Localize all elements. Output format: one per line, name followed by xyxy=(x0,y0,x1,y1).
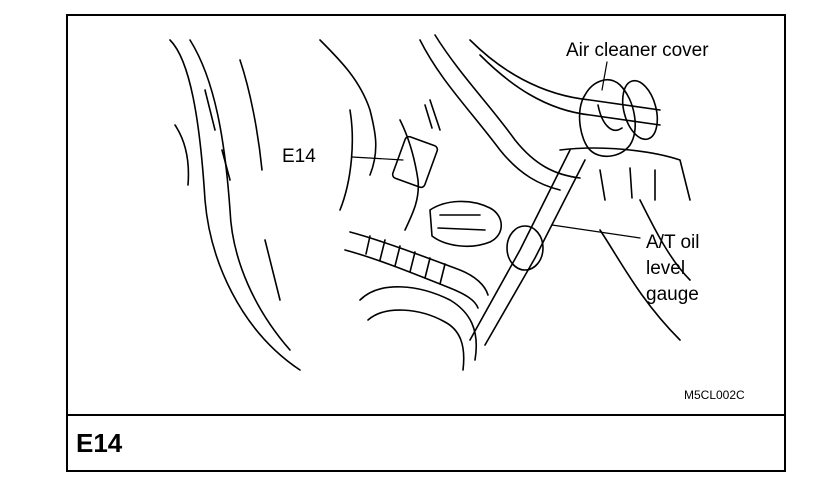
leader-e14 xyxy=(351,156,404,161)
leader-at-gauge xyxy=(551,224,641,239)
air-cleaner-cover-label: Air cleaner cover xyxy=(566,40,709,61)
e14-callout-label: E14 xyxy=(282,146,316,167)
intake-elbow xyxy=(359,286,477,361)
at-gauge-label-line2: level xyxy=(646,258,686,279)
at-gauge-label-line1: A/T oil xyxy=(646,232,700,253)
e14-connector xyxy=(391,135,439,189)
ribbed-hose xyxy=(349,231,489,296)
figure-code: M5CL002C xyxy=(684,388,745,402)
at-gauge-label-line3: gauge xyxy=(646,284,699,305)
caption-divider xyxy=(66,414,786,416)
air-cleaner-cover xyxy=(559,147,691,201)
at-dipstick-tube xyxy=(469,149,586,346)
upper-pipe xyxy=(419,39,561,191)
figure-frame xyxy=(66,14,786,472)
leader-air-cleaner xyxy=(601,61,608,91)
connector-title: E14 xyxy=(76,428,123,458)
throttle-body xyxy=(429,200,503,248)
at-dipstick-handle xyxy=(578,79,636,158)
fender-contour-inner xyxy=(189,39,291,351)
hood-edge xyxy=(319,39,377,176)
fender-contour xyxy=(169,39,301,371)
